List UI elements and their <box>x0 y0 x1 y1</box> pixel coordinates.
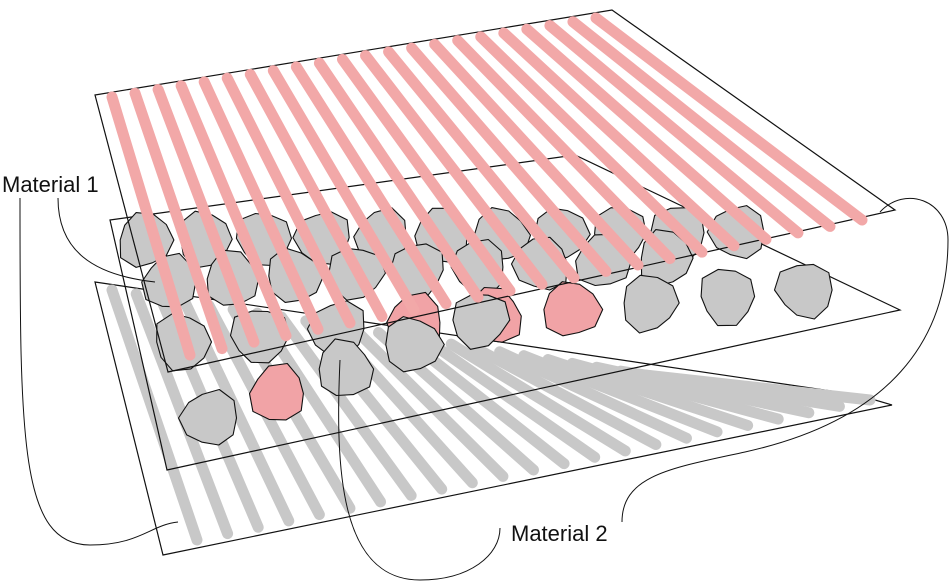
material-1-strip <box>221 72 356 329</box>
material-2-strip <box>445 338 631 457</box>
material-1-strip <box>406 42 612 277</box>
material-1-strip <box>567 16 836 232</box>
material-2-leader-middle <box>338 359 501 581</box>
material-1-strip <box>475 31 708 258</box>
material-1-strip <box>360 50 548 290</box>
material-2-fiber <box>623 274 680 334</box>
material-1-strip <box>313 57 484 303</box>
material-1-strip <box>290 61 452 310</box>
middle-plane-outline <box>109 154 902 471</box>
material-2-strip <box>469 342 662 451</box>
leader-lines <box>19 197 949 581</box>
material-2-fiber <box>177 388 238 446</box>
material-1-strip <box>383 46 580 284</box>
bottom-plane <box>94 281 893 556</box>
material-2-leader-left <box>19 197 179 546</box>
material-2-fiber <box>385 316 445 373</box>
material-2-strip <box>348 323 509 482</box>
material-2-strip <box>518 350 723 438</box>
material-1-strip <box>129 87 228 355</box>
material-2-leader-right <box>621 197 949 523</box>
material-1-fiber <box>248 362 304 421</box>
material-1-strip <box>498 27 740 252</box>
material-1-strip <box>175 80 292 342</box>
material-2-strip <box>494 346 692 444</box>
material-2-strip <box>276 311 417 501</box>
top-plane-outline <box>94 9 897 373</box>
material-2-fiber <box>700 268 756 327</box>
material-1-strip <box>429 38 644 271</box>
material-1-strip <box>452 35 676 265</box>
material-2-strip <box>421 334 601 463</box>
material-1-strip <box>244 68 388 322</box>
material-1-strip <box>590 12 868 226</box>
material-1-leader <box>57 197 156 283</box>
material-1-strips <box>106 12 868 361</box>
material-2-fiber <box>318 338 375 397</box>
material-1-strip <box>106 91 196 361</box>
material-1-fiber <box>543 281 604 337</box>
material-2-label: Material 2 <box>511 521 608 546</box>
material-1-strip <box>544 20 804 239</box>
top-plane <box>94 9 897 373</box>
material-1-strip <box>336 53 516 297</box>
material-1-strip <box>152 83 260 348</box>
material-1-label: Material 1 <box>2 172 99 197</box>
material-2-fiber <box>773 263 833 320</box>
material-2-fiber <box>452 294 511 350</box>
material-1-strip <box>198 76 324 335</box>
material-2-strip <box>639 369 876 406</box>
material-1-strip <box>521 23 772 245</box>
bottom-plane-outline <box>94 281 893 556</box>
middle-plane <box>109 154 902 471</box>
material-1-strip <box>267 65 420 316</box>
